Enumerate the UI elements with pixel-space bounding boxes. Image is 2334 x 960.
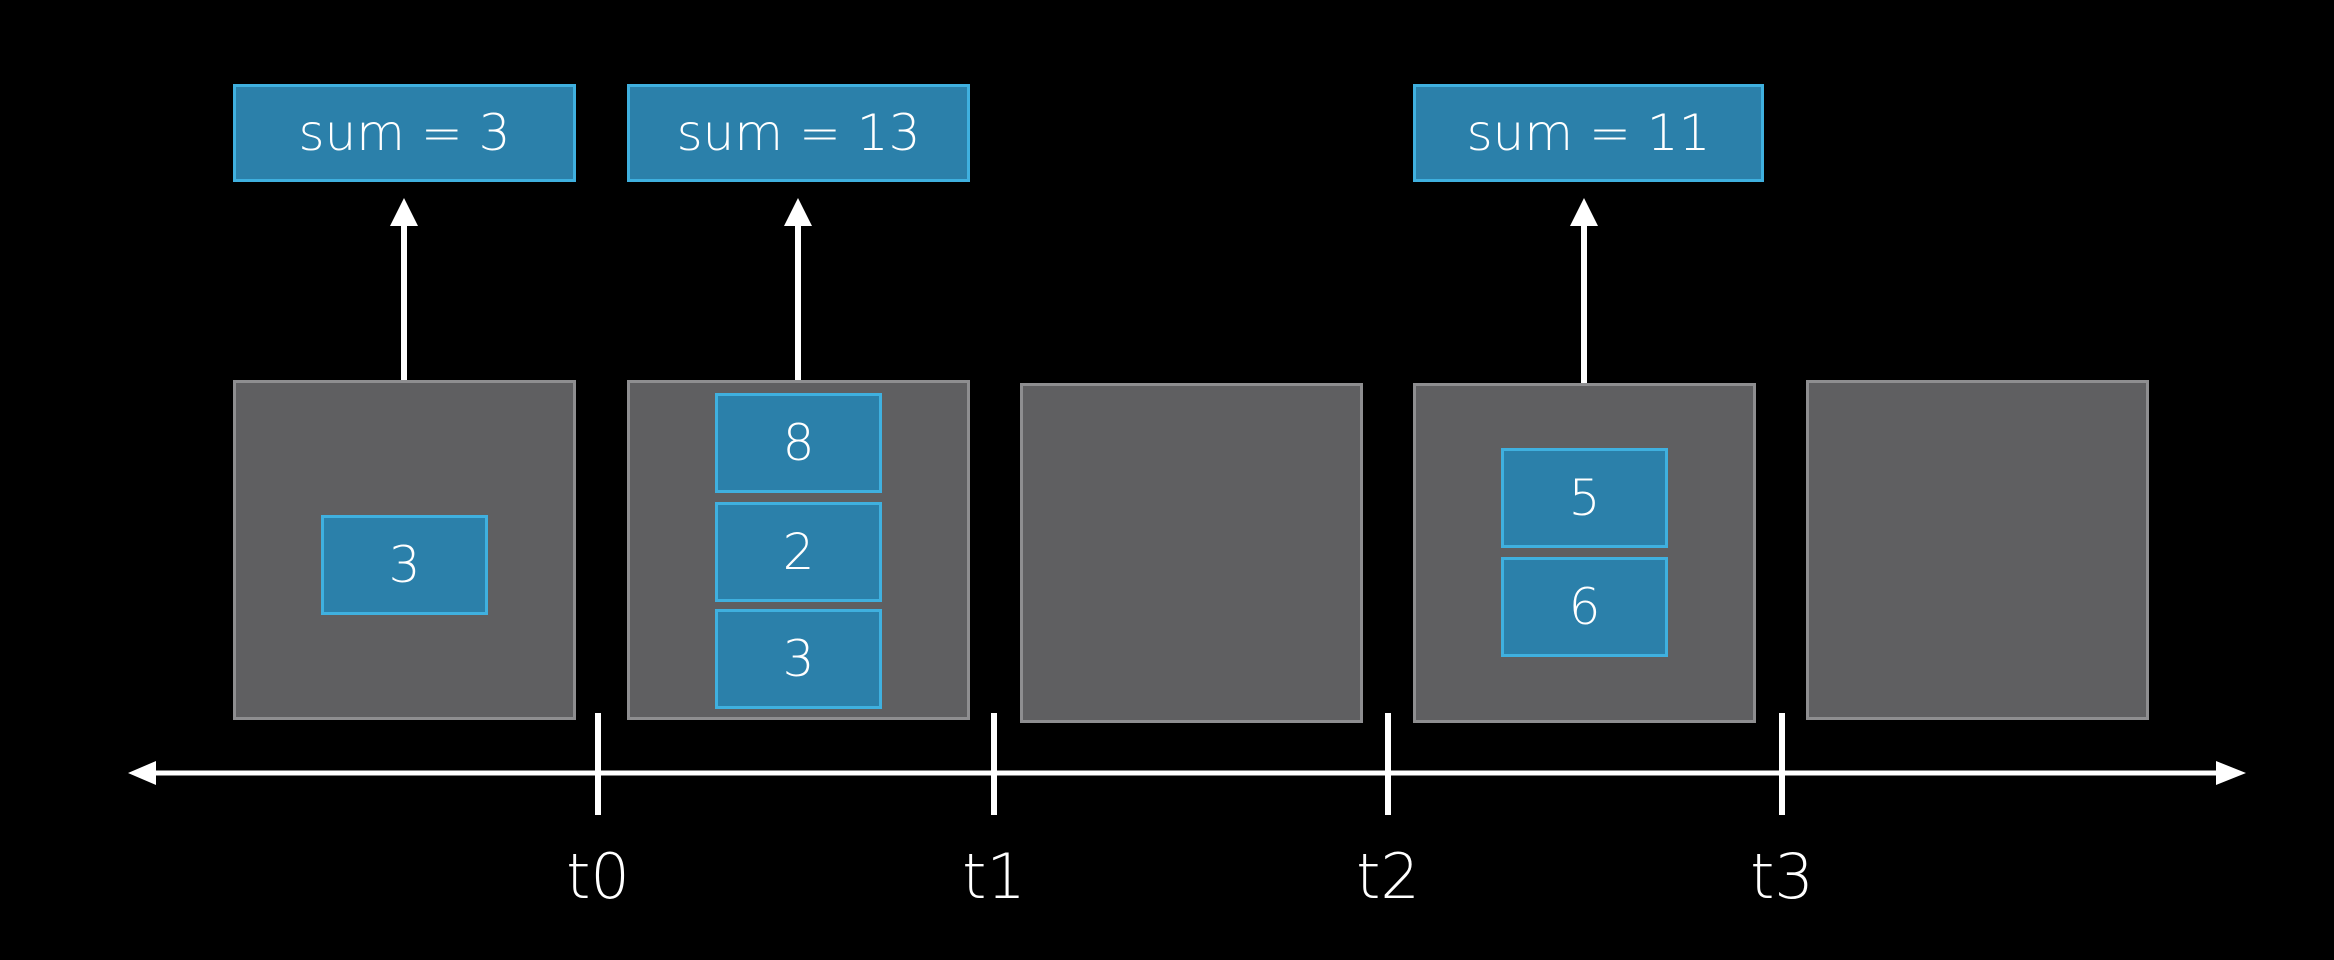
window-4-item-2: 6 (1501, 557, 1668, 657)
window-5 (1806, 380, 2149, 720)
window-1-item-1: 3 (321, 515, 488, 615)
tick-label-t1: t1 (962, 840, 1026, 913)
window-4-up-arrow-icon (1570, 198, 1598, 383)
timeline-right-arrowhead (2216, 761, 2246, 785)
window-2-up-arrow-icon (784, 198, 812, 380)
window-4 (1413, 383, 1756, 723)
tick-label-t3: t3 (1750, 840, 1814, 913)
window-2-item-3: 3 (715, 609, 882, 709)
window-3 (1020, 383, 1363, 723)
window-2-item-1: 8 (715, 393, 882, 493)
window-2-sum-box: sum = 13 (627, 84, 970, 182)
window-4-item-1: 5 (1501, 448, 1668, 548)
tick-label-t0: t0 (566, 840, 630, 913)
window-1-up-arrow-icon (390, 198, 418, 380)
tick-label-t2: t2 (1356, 840, 1420, 913)
window-2-item-2: 2 (715, 502, 882, 602)
window-4-sum-box: sum = 11 (1413, 84, 1764, 182)
window-1-sum-box: sum = 3 (233, 84, 576, 182)
timeline-left-arrowhead (128, 761, 156, 785)
